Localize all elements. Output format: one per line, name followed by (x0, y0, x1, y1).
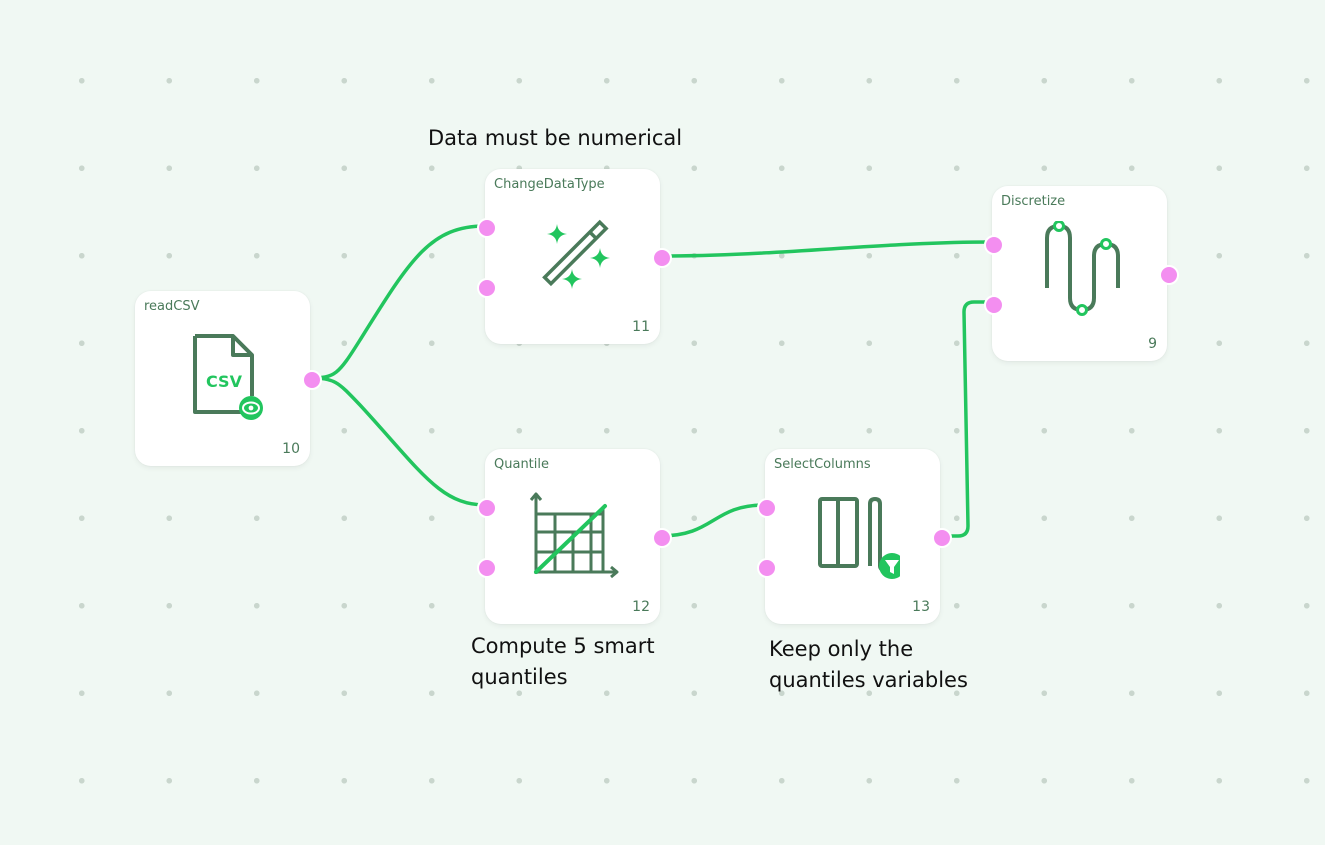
note-quantile: Compute 5 smart quantiles (471, 634, 655, 689)
node-title: readCSV (144, 299, 200, 314)
port-discretize-in-1[interactable] (984, 235, 1004, 255)
node-readcsv[interactable]: readCSV CSV 10 (135, 291, 310, 466)
port-discretize-out[interactable] (1159, 265, 1179, 285)
note-change-data-type: Data must be numerical (428, 126, 683, 150)
node-title: ChangeDataType (494, 177, 605, 192)
node-selectcolumns[interactable]: SelectColumns 13 (765, 449, 940, 624)
port-readcsv-out[interactable] (302, 370, 322, 390)
quantile-chart-icon (529, 492, 619, 579)
node-id: 12 (632, 599, 650, 615)
note-select-columns: Keep only the quantiles variables (769, 637, 968, 692)
edge-readcsv-changedatatype[interactable] (309, 224, 486, 380)
port-changedatatype-in-1[interactable] (477, 218, 497, 238)
port-discretize-in-2[interactable] (984, 295, 1004, 315)
node-id: 9 (1148, 336, 1157, 352)
port-selectcolumns-out[interactable] (932, 528, 952, 548)
node-changedatatype[interactable]: ChangeDataType 11 (485, 169, 660, 344)
edge-readcsv-quantile[interactable] (309, 376, 486, 507)
edge-changedatatype-discretize[interactable] (659, 240, 993, 258)
port-quantile-out[interactable] (652, 528, 672, 548)
csv-file-icon: CSV (193, 334, 263, 420)
node-id: 13 (912, 599, 930, 615)
node-title: SelectColumns (774, 457, 871, 472)
node-title: Discretize (1001, 194, 1066, 209)
port-quantile-in-1[interactable] (477, 498, 497, 518)
columns-filter-icon (818, 497, 900, 579)
wave-icon (1045, 221, 1120, 316)
port-selectcolumns-in-1[interactable] (757, 498, 777, 518)
node-discretize[interactable]: Discretize 9 (992, 186, 1167, 361)
csv-label: CSV (206, 372, 243, 391)
edge-quantile-selectcolumns[interactable] (659, 503, 766, 538)
node-quantile[interactable]: Quantile 12 (485, 449, 660, 624)
edge-selectcolumns-discretize[interactable] (940, 300, 992, 538)
port-changedatatype-out[interactable] (652, 248, 672, 268)
magic-wand-icon (542, 219, 610, 289)
node-id: 11 (632, 319, 650, 335)
port-selectcolumns-in-2[interactable] (757, 558, 777, 578)
port-quantile-in-2[interactable] (477, 558, 497, 578)
node-title: Quantile (494, 457, 549, 472)
node-id: 10 (282, 441, 300, 457)
port-changedatatype-in-2[interactable] (477, 278, 497, 298)
